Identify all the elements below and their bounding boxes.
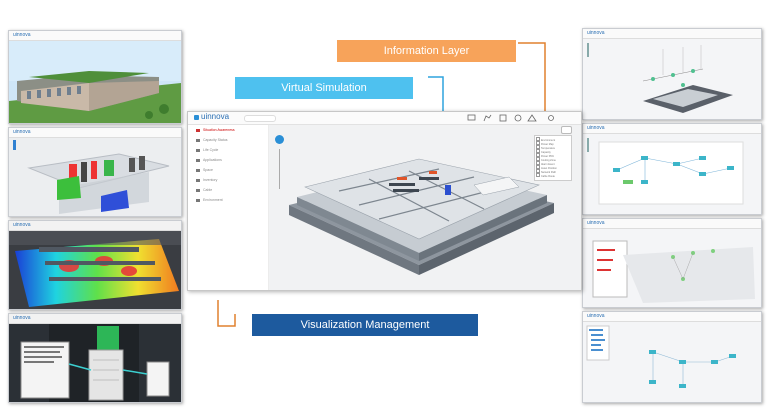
alert-icon [196,128,200,132]
left-thumbnail-temperature-heatmap[interactable]: uinnova [8,220,182,310]
thumbnail-titlebar: uinnova [9,128,181,138]
right-thumbnail-network-3d[interactable]: uinnova [582,28,762,120]
chart-icon [483,114,492,122]
menu-item-label: Environment [203,198,223,202]
menu-item-capacity-status[interactable]: Capacity Status [196,138,228,146]
thumbnail-titlebar: uinnova [9,314,181,324]
menu-item-label: Life Cycle [203,148,219,152]
thumbnail-brand: uinnova [13,32,31,38]
heatmap-graphic [9,231,181,307]
floor-topology-graphic [592,240,755,303]
brand-logo-icon [194,115,199,120]
layer-list: Environment Power Map Temperature Capaci… [534,135,570,179]
layer-item[interactable]: Cable Route [536,173,555,178]
visualization-management-callout: Visualization Management [252,314,478,336]
thumbnail-brand: uinnova [587,313,605,319]
menu-item-environment[interactable]: Environment [196,198,223,206]
thumbnail-titlebar: uinnova [583,312,761,322]
virtual-simulation-viewport[interactable] [269,125,581,290]
warning-icon [196,138,200,142]
thumbnail-brand: uinnova [587,30,605,36]
menu-item-label: Applications [203,158,222,162]
document-icon [196,188,200,192]
brand-name: uinnova [201,112,230,121]
thumbnail-brand: uinnova [13,129,31,135]
visualization-management-menu: Situation Awareness Capacity Status Life… [190,125,269,290]
information-layer-callout: Information Layer [337,40,516,62]
menu-item-label: Cable [203,188,213,192]
left-thumbnail-floor-structure[interactable]: uinnova [8,127,182,217]
monitor-icon [467,114,476,121]
menu-item-space[interactable]: Space [196,168,213,176]
building-icon [196,168,200,172]
layer-toggle-button[interactable] [561,126,572,134]
left-thumbnail-rack-detail[interactable]: uinnova [8,313,182,403]
alert-icon [527,114,537,122]
zoom-slider[interactable] [279,149,280,189]
building-exterior-graphic [9,41,181,123]
thumbnail-brand: uinnova [13,222,31,228]
app-topbar: uinnova [188,112,581,125]
menu-item-label: Capacity Status [203,138,228,142]
tree-topology-graphic [586,325,736,388]
toolbar-icons [467,114,554,122]
thumbnail-titlebar: uinnova [583,219,761,229]
right-thumbnail-floor-topology[interactable]: uinnova [582,218,762,308]
list-icon [196,178,200,182]
menu-item-situation-awareness[interactable]: Situation Awareness [196,128,235,136]
thumbnail-brand: uinnova [587,220,605,226]
window-icon [196,158,200,162]
heart-icon [196,198,200,202]
refresh-icon [514,114,522,122]
thumbnail-titlebar: uinnova [583,124,761,134]
right-thumbnail-topology-diagram[interactable]: uinnova [582,123,762,215]
rack-detail-graphic [9,324,181,402]
compass-control-icon[interactable] [275,135,284,144]
thumbnail-titlebar: uinnova [9,221,181,231]
floor-structure-graphic [13,140,170,214]
layers-icon [499,114,507,122]
network-3d-graphic [587,43,733,113]
menu-item-label: Space [203,168,213,172]
menu-item-applications[interactable]: Applications [196,158,222,166]
menu-item-cable[interactable]: Cable [196,188,212,196]
thumbnail-brand: uinnova [13,315,31,321]
menu-item-label: Inventory [203,178,218,182]
thumbnail-titlebar: uinnova [583,29,761,39]
left-thumbnail-building-exterior[interactable]: uinnova [8,30,182,124]
thumbnail-brand: uinnova [587,125,605,131]
main-app-window: uinnova Situation Awareness Capacity Sta… [187,111,582,291]
menu-item-label: Situation Awareness [203,128,235,132]
thumbnail-titlebar: uinnova [9,31,181,41]
right-thumbnail-tree-topology[interactable]: uinnova [582,311,762,403]
server-icon [196,148,200,152]
building-3d-model [289,158,554,275]
virtual-simulation-callout: Virtual Simulation [235,77,413,99]
settings-icon [548,115,554,121]
menu-item-life-cycle[interactable]: Life Cycle [196,148,218,156]
menu-item-inventory[interactable]: Inventory [196,178,217,186]
search-input[interactable] [244,115,276,122]
topology-diagram-graphic [587,138,744,205]
